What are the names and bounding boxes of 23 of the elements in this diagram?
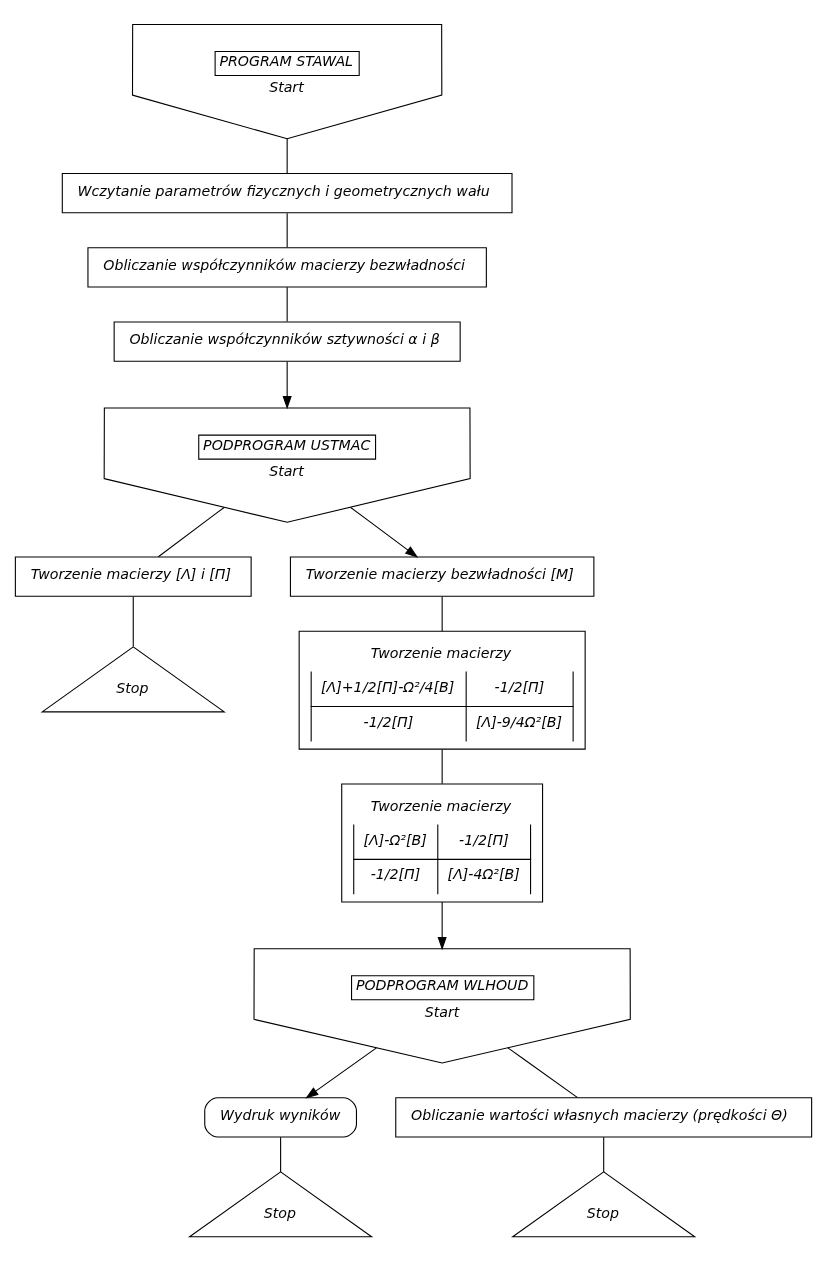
arrow — [437, 901, 447, 951]
connector — [286, 286, 288, 322]
connector — [132, 596, 134, 648]
node-box: Obliczanie wartości własnych macierzy (prędkości Θ) — [395, 1097, 813, 1138]
node-box: Obliczanie współczynników sztywności α i β — [113, 321, 461, 362]
connector — [441, 748, 443, 785]
connector — [286, 138, 288, 174]
node-box: Tworzenie macierzy [Λ]+1/2[Π]-Ω²/4[B] -1/2[Π] -1/2[Π] [Λ]-9/4Ω²[B] — [298, 630, 586, 750]
arrow — [305, 1047, 377, 1099]
node-box: Tworzenie macierzy bezwładności [M] — [289, 556, 595, 597]
connector — [507, 1047, 579, 1099]
node-box: Wczytanie parametrów fizycznych i geometrycznych wału — [61, 172, 513, 214]
connector — [286, 212, 288, 248]
connector — [280, 1136, 282, 1173]
node-box: Obliczanie współczynników macierzy bezwładności — [87, 247, 487, 288]
connector — [157, 506, 225, 558]
node-box: Tworzenie macierzy [Λ] i [Π] — [14, 556, 252, 597]
node-box: Wydruk wyników — [204, 1097, 357, 1138]
arrow — [282, 361, 292, 410]
connector — [441, 596, 443, 632]
connector — [603, 1136, 605, 1173]
arrow — [350, 506, 419, 558]
node-box: Tworzenie macierzy [Λ]-Ω²[B] -1/2[Π] -1/2[Π] [Λ]-4Ω²[B] — [341, 783, 544, 903]
